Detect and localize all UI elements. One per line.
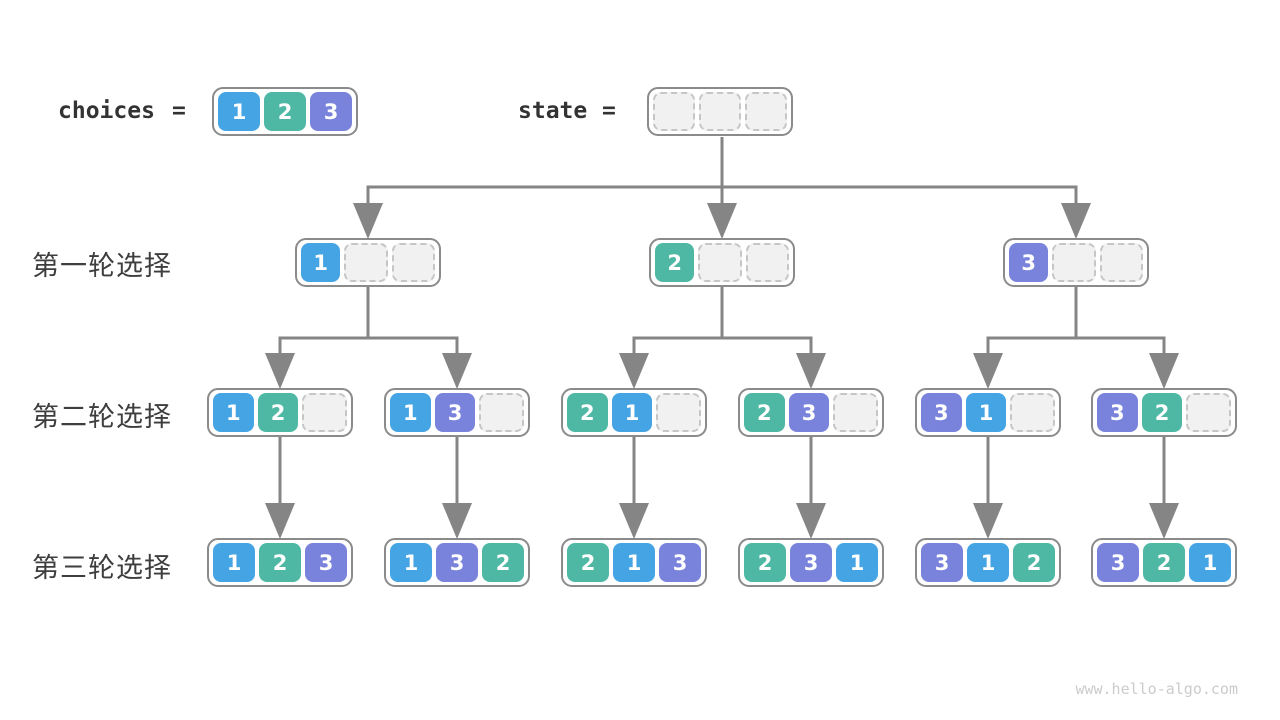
empty-cell [1052,243,1096,282]
value-cell-1: 1 [218,92,260,131]
value-cell-3: 3 [921,393,962,432]
watermark: www.hello-algo.com [1075,680,1238,698]
value-cell-2: 2 [1143,543,1185,582]
value-cell-3: 3 [788,393,830,432]
empty-cell [1186,393,1232,432]
value-cell-1: 1 [390,543,432,582]
value-cell-1: 1 [613,543,655,582]
value-cell-3: 3 [1097,543,1139,582]
round-2-label: 第二轮选择 [32,401,172,432]
empty-cell [745,92,787,131]
value-cell-3: 3 [434,393,476,432]
empty-cell [833,393,879,432]
empty-cell [745,243,789,282]
value-cell-1: 1 [390,393,431,432]
choices-label: choices [58,98,155,124]
empty-cell [479,393,525,432]
state-equals-sign: = [602,98,616,124]
value-cell-2: 2 [482,543,524,582]
value-cell-2: 2 [567,543,609,582]
state-label: state [518,98,588,124]
value-cell-1: 1 [213,543,255,582]
value-cell-2: 2 [1141,393,1183,432]
state-box-round1-3: 3 [1003,238,1149,287]
value-cell-3: 3 [921,543,963,582]
value-cell-2: 2 [257,393,299,432]
empty-cell [1010,393,1056,432]
value-cell-2: 2 [655,243,695,282]
value-cell-3: 3 [659,543,701,582]
state-box-round1-2: 2 [649,238,795,287]
empty-cell [391,243,435,282]
value-cell-1: 1 [836,543,878,582]
empty-cell [344,243,388,282]
empty-cell [1099,243,1143,282]
value-cell-2: 2 [744,393,785,432]
choices-equals-sign: = [172,98,186,124]
round-3-label: 第三轮选择 [32,552,172,583]
value-cell-1: 1 [965,393,1007,432]
round-1-label: 第一轮选择 [32,250,172,281]
empty-cell [653,92,695,131]
value-cell-3: 3 [305,543,347,582]
state-box-round1-1: 1 [295,238,441,287]
value-cell-3: 3 [790,543,832,582]
value-cell-3: 3 [1009,243,1049,282]
empty-cell [699,92,741,131]
value-cell-1: 1 [301,243,341,282]
state-box [647,87,793,136]
value-cell-3: 3 [436,543,478,582]
value-cell-2: 2 [264,92,306,131]
value-cell-1: 1 [213,393,254,432]
empty-cell [698,243,742,282]
value-cell-1: 1 [1189,543,1231,582]
value-cell-2: 2 [567,393,608,432]
value-cell-3: 3 [1097,393,1138,432]
value-cell-2: 2 [744,543,786,582]
empty-cell [656,393,702,432]
empty-cell [302,393,348,432]
value-cell-1: 1 [967,543,1009,582]
value-cell-2: 2 [1013,543,1055,582]
value-cell-3: 3 [310,92,352,131]
value-cell-2: 2 [259,543,301,582]
value-cell-1: 1 [611,393,653,432]
